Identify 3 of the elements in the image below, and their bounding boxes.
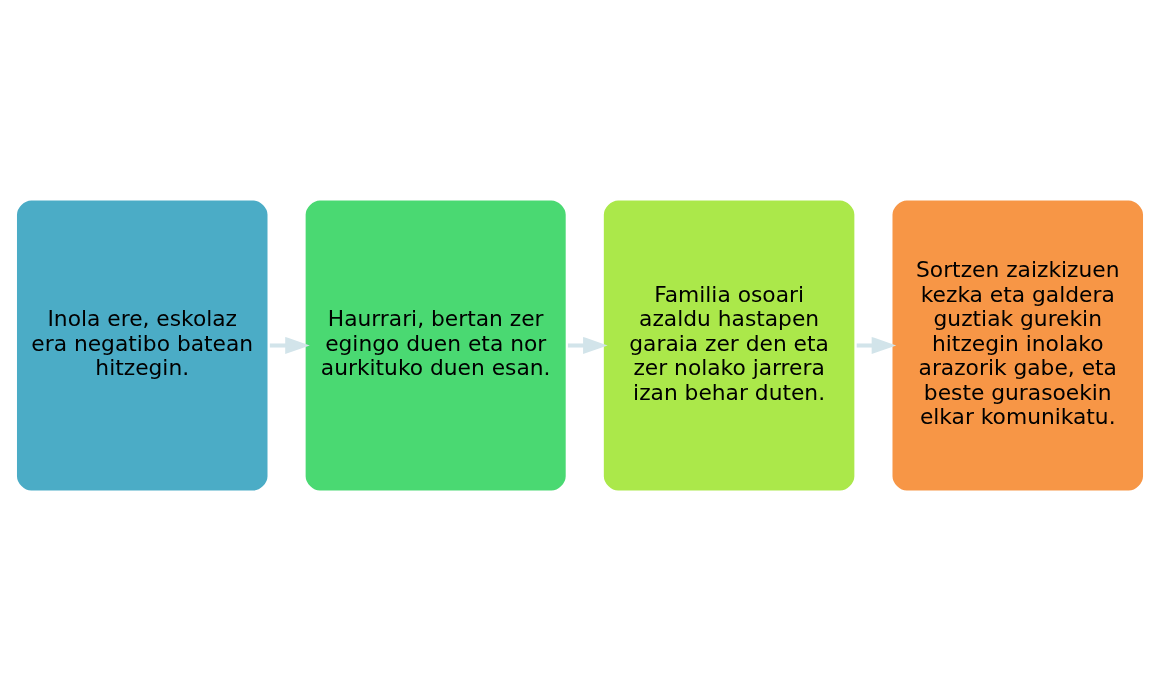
arrow — [269, 336, 310, 355]
arrow — [567, 336, 608, 355]
arrow — [856, 336, 897, 355]
